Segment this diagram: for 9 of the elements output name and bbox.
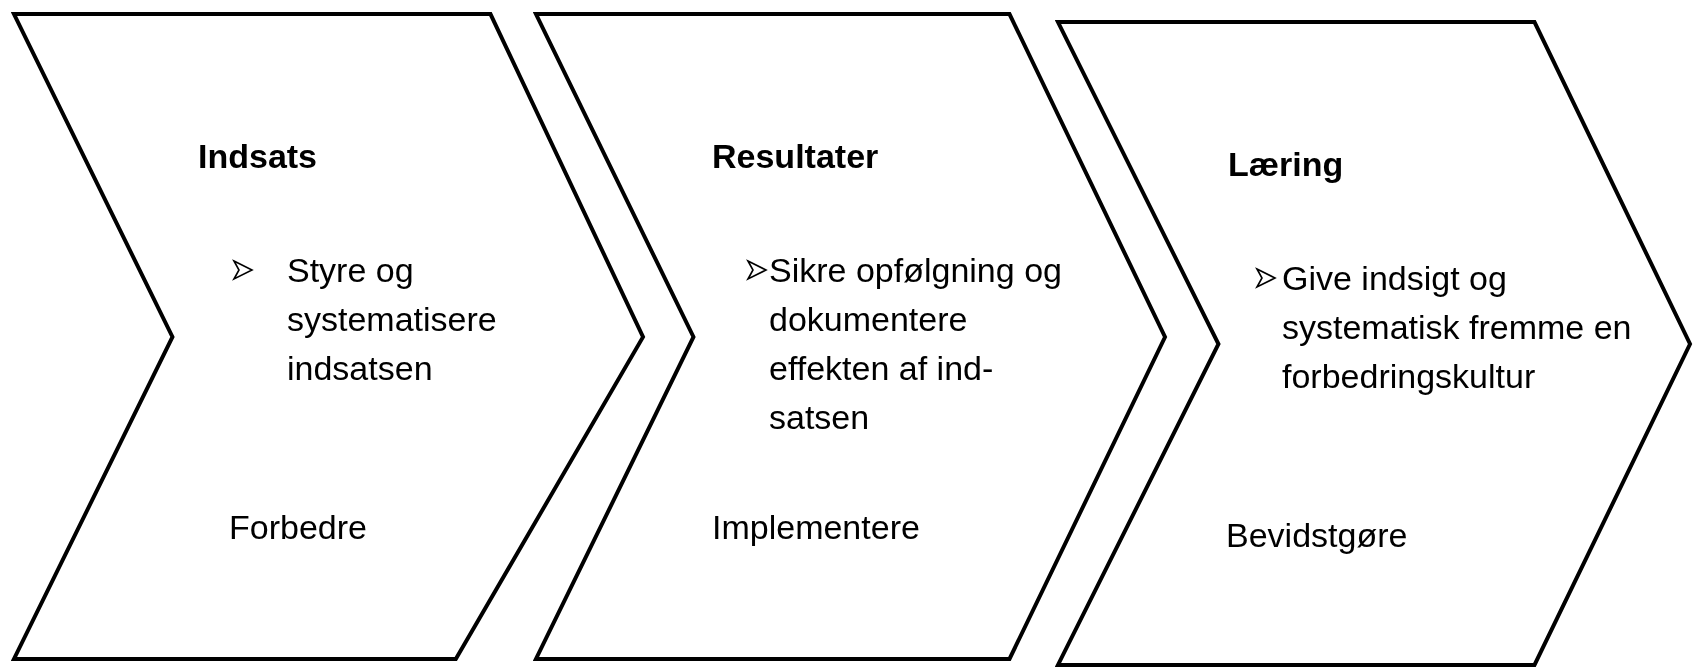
step-footer-text: Forbedre (229, 507, 367, 548)
step-heading: Læring (1228, 144, 1344, 185)
step-footer-text: Bevidstgøre (1226, 515, 1408, 556)
bullet-text: Sikre opfølgning og dokumentere effekten af ind-satsen (769, 250, 1063, 438)
bullet-text: Styre og systematisere indsatsen (287, 250, 498, 389)
step-heading: Indsats (198, 136, 318, 177)
bullet-text: Give indsigt og systematisk fremme en forbedringskultur (1282, 258, 1633, 397)
step-footer-text: Implementere (712, 507, 920, 548)
step-heading: Resultater (712, 136, 879, 177)
